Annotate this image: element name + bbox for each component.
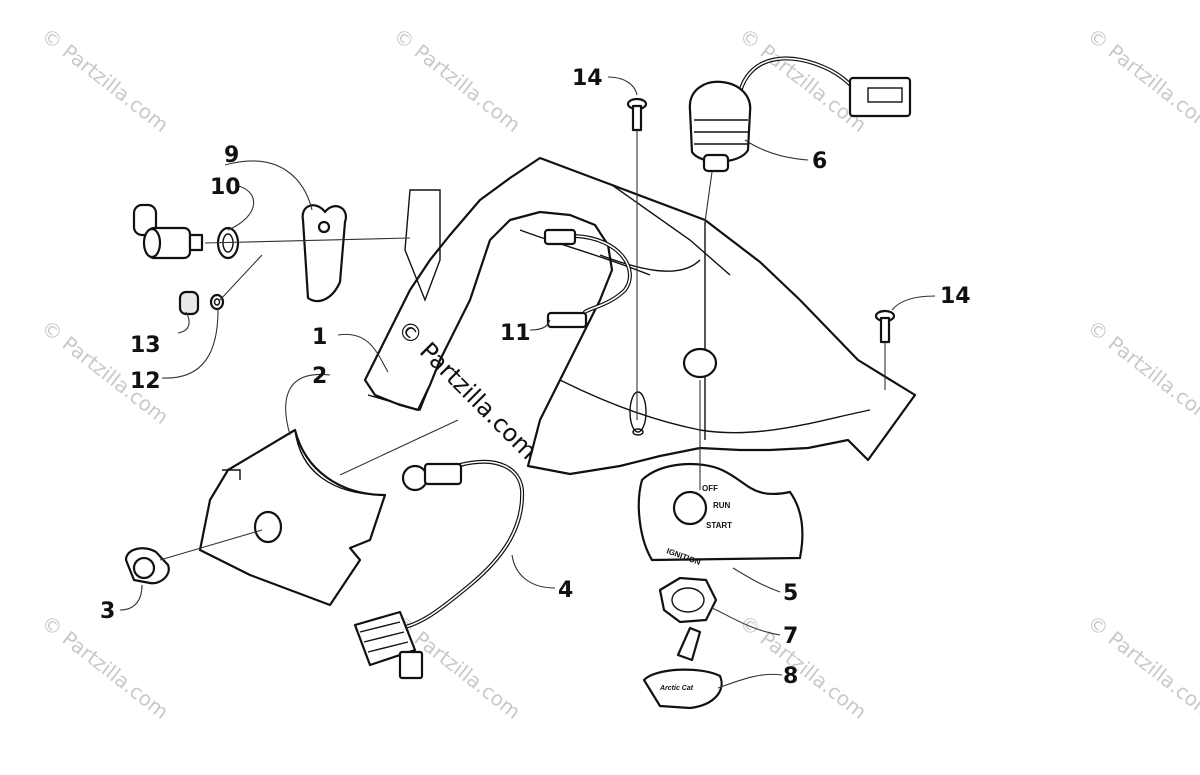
callout-7: 7	[783, 624, 798, 649]
lower-bezel	[198, 428, 387, 607]
callout-12: 12	[130, 369, 161, 394]
callout-11: 11	[500, 321, 531, 346]
watermark-tile: © Partzilla.com	[389, 23, 525, 137]
plate-label-run: RUN	[713, 501, 731, 510]
callout-14-right: 14	[940, 284, 971, 309]
console-housing	[363, 156, 917, 476]
ignition-plate: OFF RUN START IGNITION	[637, 462, 804, 567]
plate-label-off: OFF	[702, 484, 718, 493]
callout-numbers: 1 2 3 4 5 6 7 8 9 10 11 12 13 14 14	[100, 66, 971, 689]
watermark-tile: © Partzilla.com	[735, 610, 871, 724]
callout-3: 3	[100, 599, 115, 624]
callout-13: 13	[130, 333, 161, 358]
callout-10: 10	[210, 175, 241, 200]
watermark-tile: © Partzilla.com	[37, 23, 173, 137]
callout-1: 1	[312, 325, 327, 350]
watermark-tile: © Partzilla.com	[37, 610, 173, 724]
switch-harness	[543, 228, 632, 329]
decal-plate	[301, 204, 348, 303]
knob-cap	[124, 547, 170, 585]
callout-4: 4	[558, 578, 573, 603]
screw-right	[874, 309, 896, 344]
key-badge-text: Arctic Cat	[659, 685, 694, 692]
watermark-tile: © Partzilla.com	[1083, 315, 1200, 429]
callout-14-top: 14	[572, 66, 603, 91]
callout-2: 2	[312, 364, 327, 389]
socket-cap	[178, 290, 200, 316]
power-socket	[132, 203, 240, 260]
cap-nut	[209, 293, 225, 311]
ignition-nut	[658, 576, 718, 624]
screw-top	[626, 97, 648, 132]
ignition-key: Arctic Cat	[642, 626, 723, 710]
plate-label-start: START	[706, 521, 732, 530]
callout-8: 8	[783, 664, 798, 689]
callout-5: 5	[783, 581, 798, 606]
assembly-lines	[119, 76, 936, 689]
switch-assembly	[688, 56, 912, 173]
watermark-tile: © Partzilla.com	[1083, 610, 1200, 724]
callout-6: 6	[812, 149, 827, 174]
watermark-tile: © Partzilla.com	[1083, 23, 1200, 137]
callout-9: 9	[224, 143, 239, 168]
main-harness	[353, 459, 525, 680]
